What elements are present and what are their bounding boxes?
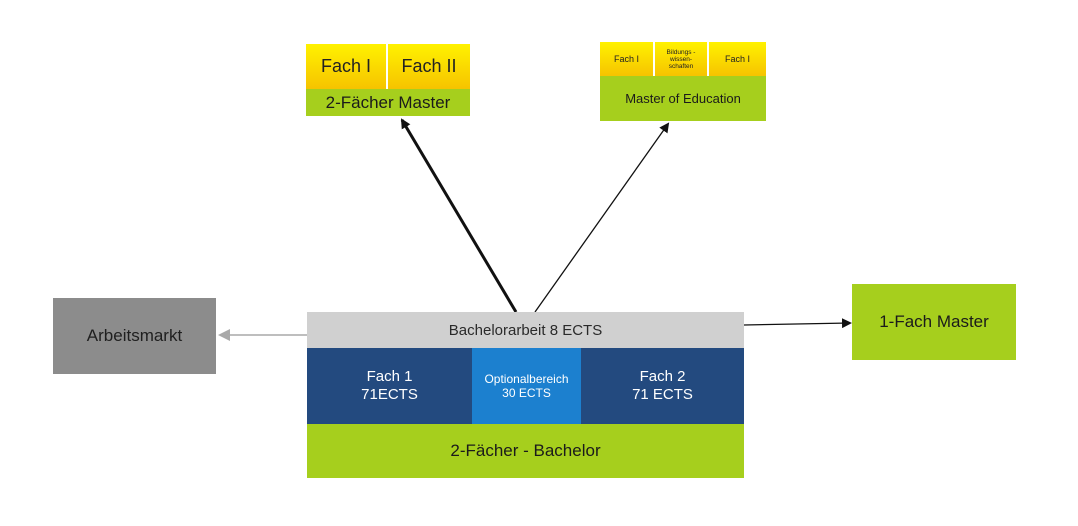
bachelor-subject-2-ects: 71 ECTS xyxy=(632,386,693,403)
arrow-to-master-education xyxy=(534,122,670,313)
master-2faecher-subject-2: Fach II xyxy=(388,44,470,89)
bachelor-optional-ects: 30 ECTS xyxy=(502,386,551,400)
master-education-cell-1: Fach I xyxy=(600,42,655,76)
bachelor-subject-2: Fach 2 71 ECTS xyxy=(581,348,744,424)
master-education-box: Fach I Bildungs -wissen- schaften Fach I… xyxy=(600,42,766,121)
master-education-cell-2: Bildungs -wissen- schaften xyxy=(655,42,709,76)
master-education-label: Master of Education xyxy=(600,76,766,121)
arbeitsmarkt-box: Arbeitsmarkt xyxy=(53,298,216,374)
bachelor-optional-name: Optionalbereich xyxy=(484,372,569,386)
arrow-to-1fach-master xyxy=(743,318,852,329)
bachelor-subject-1-ects: 71ECTS xyxy=(361,386,418,403)
master-2faecher-box: Fach I Fach II 2-Fächer Master xyxy=(306,44,470,116)
bachelor-subject-2-name: Fach 2 xyxy=(639,368,686,385)
arrow-to-2faecher-master xyxy=(400,118,518,313)
bachelor-label: 2-Fächer - Bachelor xyxy=(307,424,744,478)
master-2faecher-label: 2-Fächer Master xyxy=(306,89,470,116)
bachelor-subject-1: Fach 1 71ECTS xyxy=(307,348,472,424)
master-education-cell-3: Fach I xyxy=(709,42,766,76)
bachelor-optional-area: Optionalbereich 30 ECTS xyxy=(472,348,581,424)
fach-master-1-box: 1-Fach Master xyxy=(852,284,1016,360)
bachelor-subject-1-name: Fach 1 xyxy=(366,368,413,385)
bachelorarbeit-bar: Bachelorarbeit 8 ECTS xyxy=(307,312,744,348)
master-2faecher-subject-1: Fach I xyxy=(306,44,388,89)
